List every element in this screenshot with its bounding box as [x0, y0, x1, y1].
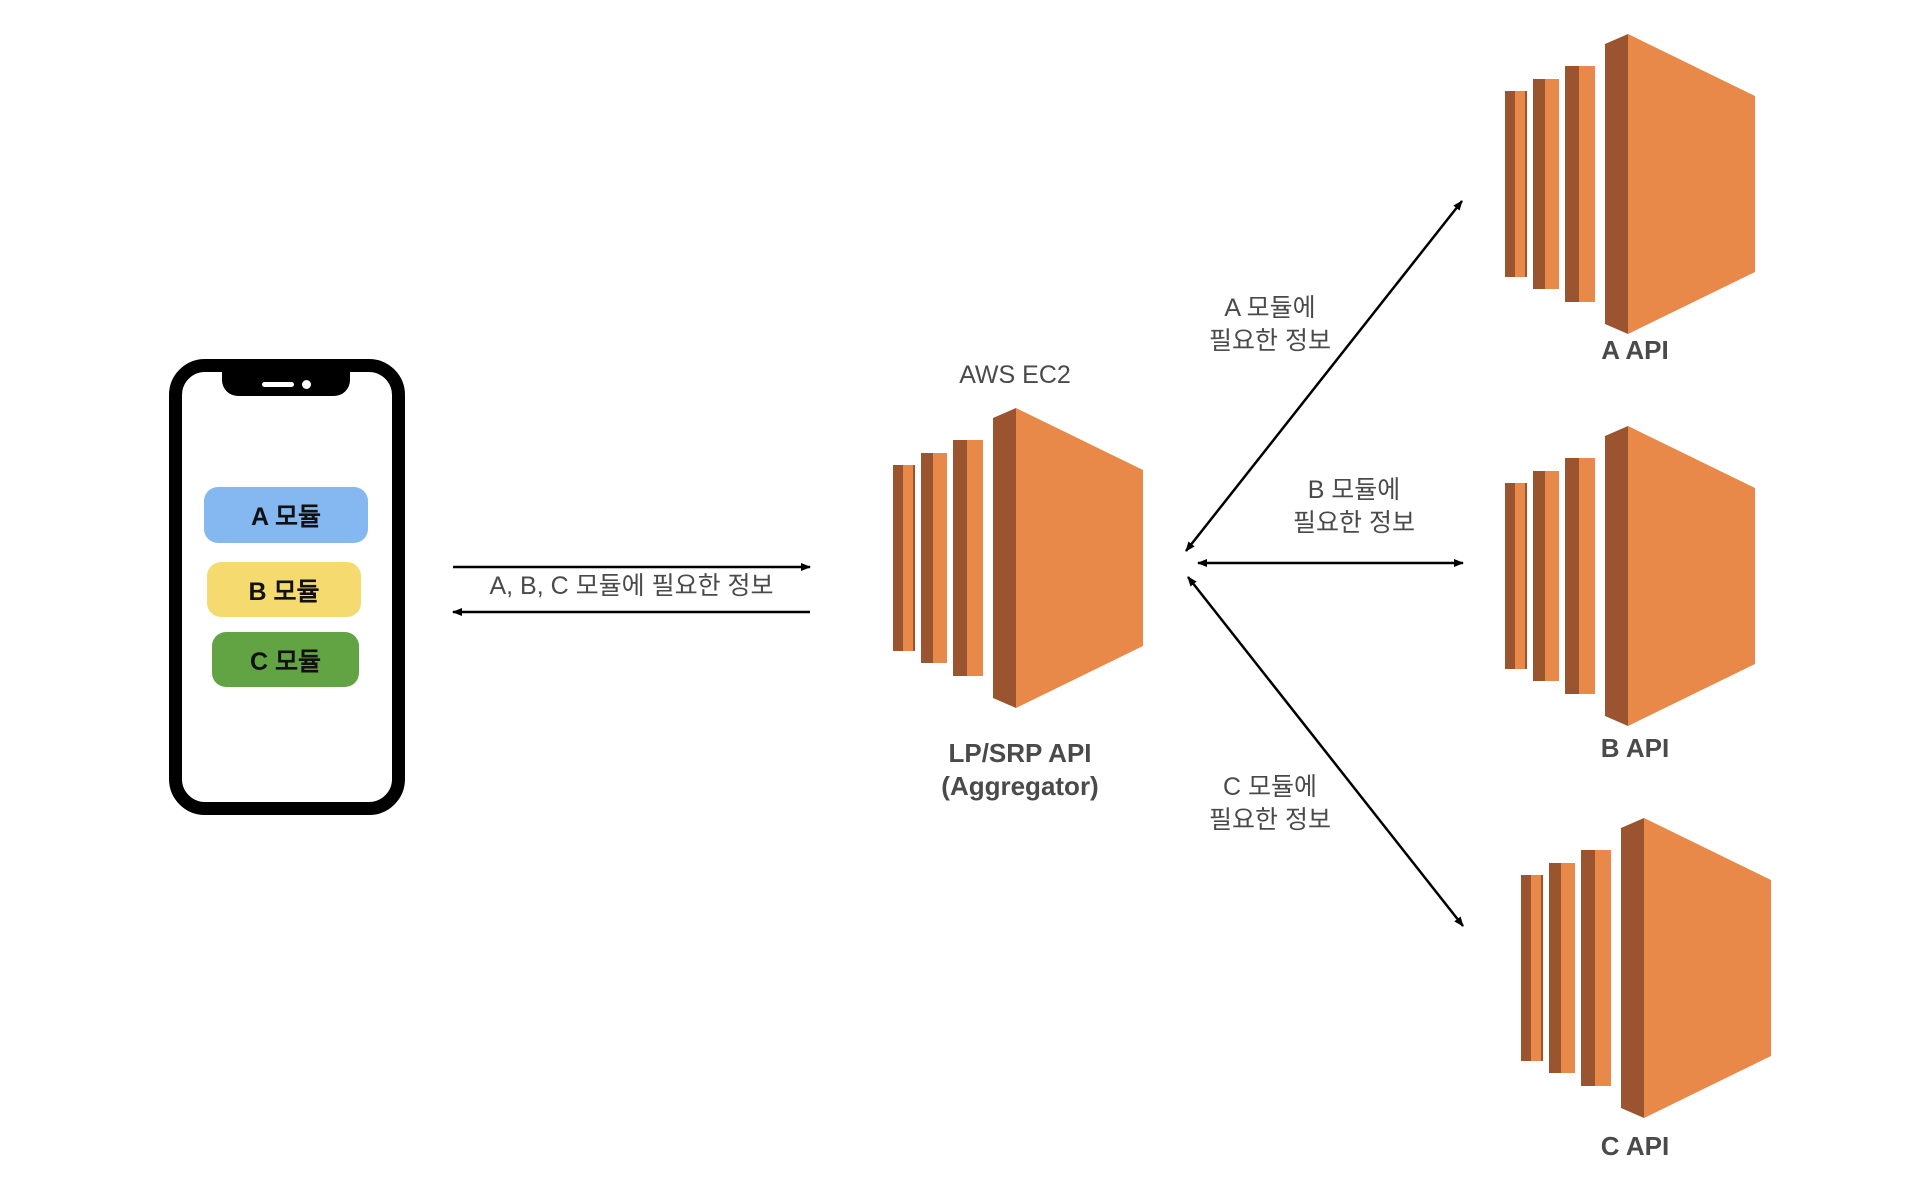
module-a: A 모듈: [204, 487, 368, 543]
aws-ec2-icon: [1505, 34, 1755, 334]
aggregator-name-line2: (Aggregator): [941, 771, 1099, 801]
c-api-label: C API: [1600, 1131, 1670, 1161]
phone-camera: [302, 380, 311, 389]
b-link-label-line2: 필요한 정보: [1293, 509, 1415, 537]
aws-ec2-icon: [893, 408, 1143, 708]
aggregator-name-line1: LP/SRP API: [948, 738, 1092, 768]
aws-ec2-icon: [1521, 818, 1771, 1118]
connector-c-api: [1187, 576, 1464, 927]
module-c: C 모듈: [212, 632, 359, 687]
a-link-label-line2: 필요한 정보: [1209, 327, 1331, 355]
a-link-label-line1: A 모듈에: [1224, 294, 1316, 322]
b-api-label: B API: [1600, 733, 1670, 763]
c-link-label-line1: C 모듈에: [1222, 773, 1317, 801]
b-link-label-line1: B 모듈에: [1307, 476, 1401, 504]
aws-ec2-icon: [1505, 426, 1755, 726]
module-b: B 모듈: [207, 562, 361, 617]
a-api-label: A API: [1601, 335, 1669, 365]
connector-a-api: [1185, 200, 1463, 552]
client-link-label: A, B, C 모듈에 필요한 정보: [489, 572, 774, 600]
c-link-label-line2: 필요한 정보: [1209, 806, 1331, 834]
aggregator-service-label: AWS EC2: [959, 361, 1071, 389]
phone-speaker: [262, 382, 294, 387]
